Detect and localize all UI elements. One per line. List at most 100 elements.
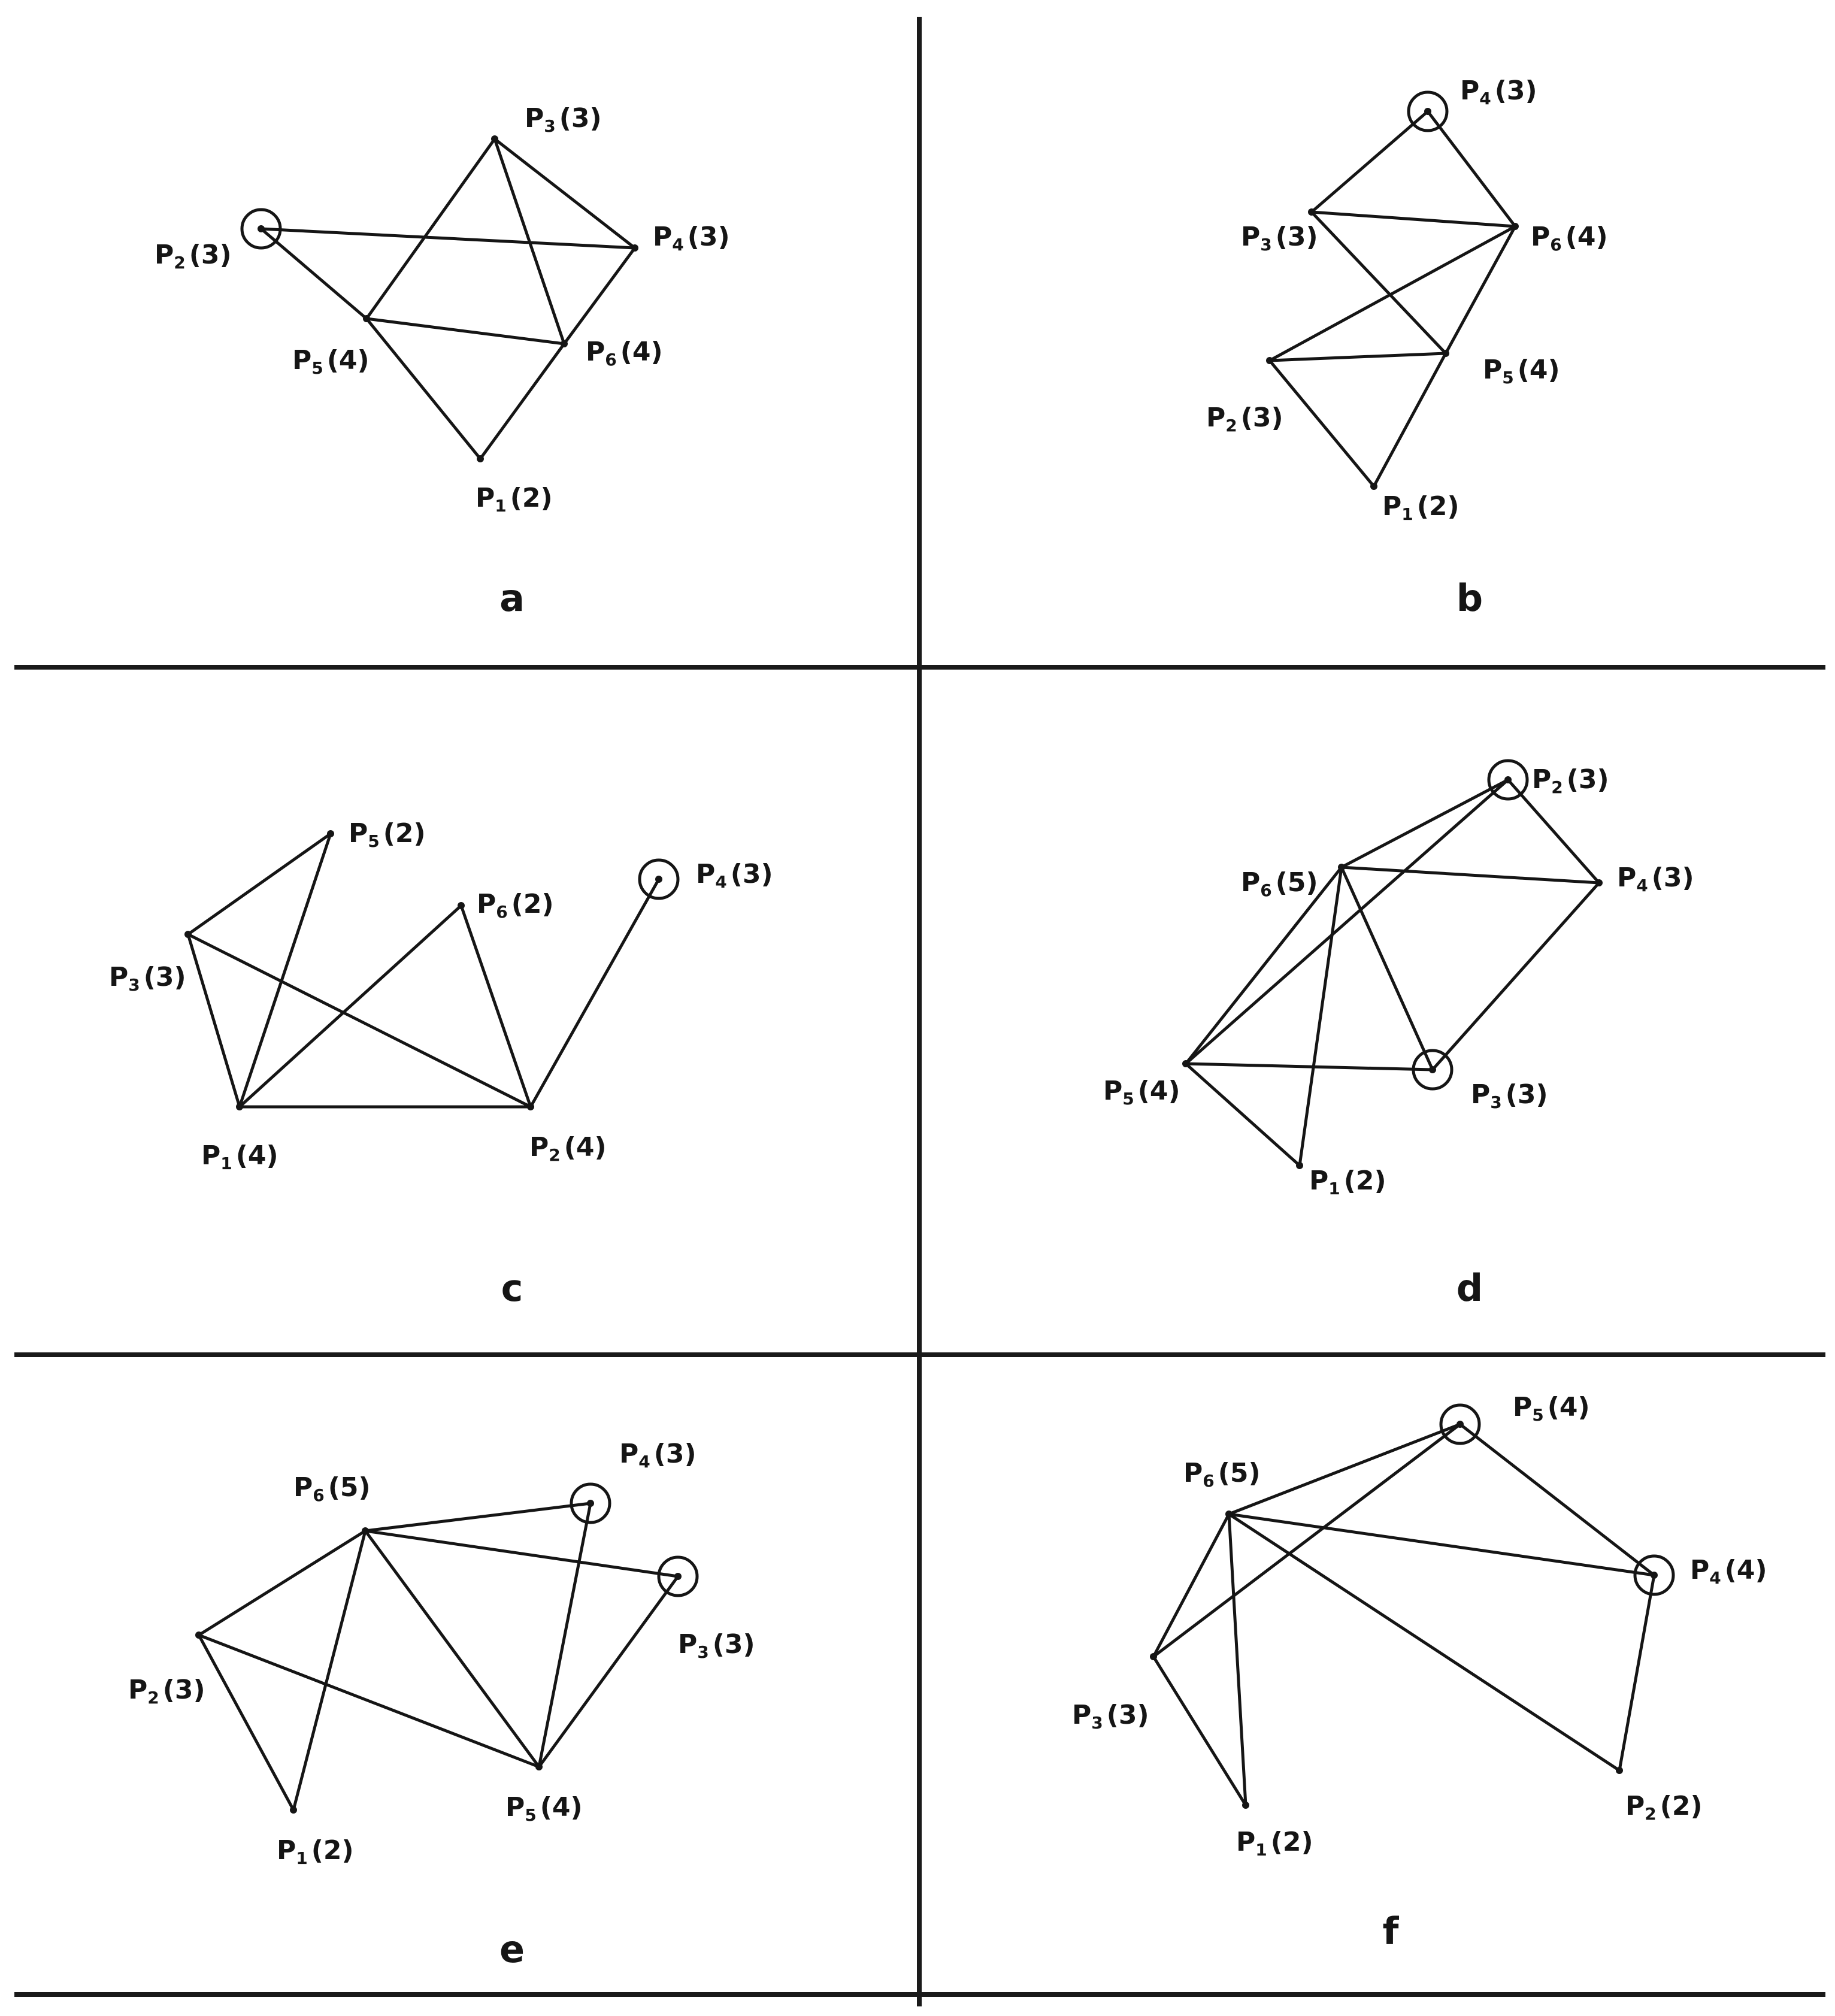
- node-dot: [1512, 223, 1519, 230]
- node-p5: P5(2): [327, 818, 426, 851]
- node-dot: [1651, 1572, 1658, 1579]
- edge-p5-p1: [365, 317, 482, 461]
- node-subscript: 3: [1091, 1713, 1103, 1733]
- node-label: P2(4): [529, 1132, 607, 1165]
- edge-p4-p5: [537, 1502, 592, 1769]
- node-subscript: 1: [1328, 1179, 1340, 1198]
- edge-p5-p1: [238, 832, 332, 1109]
- node-dot: [290, 1806, 297, 1814]
- node-letter: P: [293, 1472, 313, 1503]
- node-letter: P: [696, 859, 715, 889]
- edge-p5-p6: [365, 317, 566, 346]
- edge-p2-p5: [1268, 352, 1448, 362]
- node-letter: P: [155, 240, 174, 270]
- node-degree: (3): [1276, 222, 1318, 252]
- node-degree: (3): [688, 222, 730, 252]
- edge-p6-p2: [459, 904, 532, 1109]
- node-degree: (5): [328, 1472, 371, 1503]
- node-letter: P: [1532, 764, 1551, 795]
- node-p4: P4(3): [1407, 75, 1537, 132]
- edge-p6-p2: [197, 1529, 367, 1637]
- node-letter: P: [525, 103, 544, 134]
- edge-p2-p1: [197, 1633, 295, 1812]
- node-degree: (2): [1660, 1791, 1703, 1821]
- node-subscript: 4: [1479, 89, 1491, 108]
- node-subscript: 6: [1550, 235, 1561, 255]
- highlight-ring: [657, 1555, 699, 1597]
- node-degree: (2): [511, 889, 554, 919]
- node-subscript: 3: [544, 116, 555, 136]
- node-subscript: 2: [1225, 416, 1237, 435]
- panel-caption: b: [1457, 576, 1483, 620]
- edge-p6-p4: [1340, 865, 1601, 885]
- node-subscript: 2: [174, 253, 185, 273]
- edge-p3-p4: [493, 137, 637, 250]
- node-p5: P5(4): [1439, 1392, 1590, 1445]
- node-letter: P: [349, 818, 368, 849]
- node-dot: [236, 1103, 243, 1110]
- node-p4: P4(3): [631, 222, 730, 255]
- edge-p3-p1: [186, 933, 241, 1109]
- edge-p4-p6: [1426, 110, 1517, 228]
- node-letter: P: [505, 1792, 525, 1823]
- node-letter: P: [109, 962, 128, 992]
- node-letter: P: [653, 222, 672, 252]
- grid-dividers: [14, 17, 1825, 2006]
- node-degree: (3): [1495, 75, 1537, 106]
- node-label: P2(3): [1532, 764, 1609, 797]
- node-label: P3(3): [525, 103, 602, 136]
- node-label: P2(3): [128, 1675, 205, 1708]
- node-dot: [1338, 864, 1345, 871]
- node-p6: P6(4): [561, 337, 663, 370]
- panel-e: P4(3)P6(5)P3(3)P2(3)P5(4)P1(2)e: [128, 1439, 755, 1971]
- node-dot: [535, 1763, 543, 1770]
- node-letter: P: [1690, 1555, 1709, 1585]
- node-label: P3(3): [1471, 1079, 1548, 1112]
- node-letter: P: [1309, 1166, 1328, 1196]
- edge-p3-p6: [493, 137, 566, 346]
- node-letter: P: [1625, 1791, 1645, 1821]
- node-dot: [631, 244, 638, 252]
- node-dot: [195, 1631, 202, 1639]
- node-letter: P: [678, 1629, 697, 1660]
- node-dot: [258, 225, 265, 232]
- node-letter: P: [1460, 75, 1479, 106]
- node-label: P5(4): [1483, 355, 1560, 388]
- node-label: P4(3): [1617, 862, 1694, 895]
- panel-c: P5(2)P6(2)P4(3)P3(3)P1(4)P2(4)c: [109, 818, 773, 1310]
- panel-a: P3(3)P2(3)P4(3)P5(4)P6(4)P1(2)a: [155, 103, 730, 620]
- node-subscript: 4: [1709, 1568, 1721, 1588]
- node-subscript: 6: [313, 1485, 324, 1505]
- node-p4: P4(3): [638, 858, 773, 900]
- node-p2: P2(3): [1206, 357, 1283, 435]
- edge-p4-p3: [1431, 881, 1601, 1071]
- node-subscript: 5: [311, 358, 323, 378]
- node-label: P4(4): [1690, 1555, 1767, 1588]
- node-label: P3(3): [1241, 222, 1318, 255]
- node-degree: (3): [713, 1629, 755, 1660]
- node-degree: (2): [1417, 491, 1459, 522]
- node-dot: [1225, 1511, 1233, 1518]
- node-label: P3(3): [678, 1629, 755, 1662]
- node-dot: [1150, 1653, 1157, 1660]
- node-p3: P3(3): [1412, 1049, 1548, 1112]
- node-letter: P: [1072, 1700, 1091, 1730]
- edge-p6-p3: [364, 1529, 680, 1578]
- node-p2: P2(3): [155, 208, 282, 273]
- edge-p2-p5: [1184, 778, 1510, 1065]
- node-subscript: 4: [638, 1452, 650, 1472]
- node-degree: (4): [236, 1140, 278, 1171]
- edge-p2-p4: [259, 227, 637, 250]
- edge-p6-p5: [1227, 1422, 1462, 1516]
- node-label: P5(2): [349, 818, 426, 851]
- node-label: P1(4): [201, 1140, 278, 1173]
- node-dot: [1242, 1802, 1249, 1809]
- node-dot: [327, 830, 334, 837]
- edge-p3-p5: [1310, 210, 1448, 355]
- node-degree: (3): [189, 240, 232, 270]
- node-p4: P4(4): [1633, 1554, 1767, 1596]
- node-letter: P: [292, 345, 311, 376]
- node-degree: (2): [1344, 1166, 1386, 1196]
- node-p2: P2(4): [527, 1103, 607, 1165]
- edge-p6-p2: [1268, 225, 1517, 362]
